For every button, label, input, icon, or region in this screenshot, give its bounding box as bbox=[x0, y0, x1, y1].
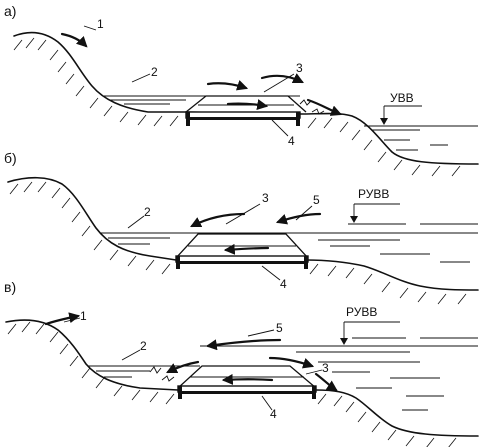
panel-b-slab-left-end bbox=[176, 256, 180, 269]
panel-a-embankment bbox=[185, 95, 307, 113]
panel-c-level-marker bbox=[340, 321, 400, 345]
panel-a: а) УВВ bbox=[4, 3, 479, 177]
panel-a-slab-base bbox=[186, 117, 300, 120]
panel-c: в) РУВВ bbox=[4, 279, 479, 447]
panel-b-level-label: РУВВ bbox=[358, 187, 389, 201]
panel-a-label: а) bbox=[4, 3, 16, 19]
panel-a-slab-left-end bbox=[186, 112, 190, 126]
panel-c-slab-base bbox=[178, 391, 316, 394]
panel-c-num-5: 5 bbox=[276, 321, 283, 335]
panel-b-num-2: 2 bbox=[144, 205, 151, 219]
panel-b-label: б) bbox=[4, 150, 17, 166]
panel-b-embankment bbox=[175, 233, 309, 259]
panel-c-num-3: 3 bbox=[322, 361, 329, 375]
panel-b-num-3: 3 bbox=[262, 191, 269, 205]
panel-a-num-1: 1 bbox=[97, 17, 104, 31]
panel-c-flow-arrows bbox=[44, 312, 338, 392]
panel-a-num-4: 4 bbox=[288, 134, 295, 148]
panel-b-level-marker bbox=[350, 203, 400, 223]
panel-b-num-5: 5 bbox=[313, 193, 320, 207]
panel-b-num-4: 4 bbox=[280, 277, 287, 291]
panel-c-slab-right-end bbox=[312, 386, 316, 399]
panel-b-slab-right-end bbox=[304, 256, 308, 269]
panel-b-hatching bbox=[9, 181, 467, 305]
panel-c-water bbox=[88, 337, 478, 411]
panel-c-label: в) bbox=[4, 279, 16, 295]
panel-a-num-2: 2 bbox=[151, 65, 158, 79]
panel-c-slab-left-end bbox=[178, 386, 182, 399]
panel-b: б) РУВВ bbox=[4, 150, 479, 305]
panel-c-hatching bbox=[7, 321, 457, 447]
panel-b-water bbox=[100, 223, 478, 263]
panel-b-ground bbox=[7, 176, 479, 291]
panel-c-level-label: РУВВ bbox=[346, 305, 377, 319]
panel-a-downstream-water bbox=[364, 125, 478, 151]
panel-b-slab-base bbox=[176, 261, 308, 264]
panel-a-leaders bbox=[83, 25, 295, 137]
panel-b-leaders bbox=[127, 203, 313, 281]
panel-a-level-marker bbox=[380, 105, 422, 125]
panel-a-slab-right-end bbox=[296, 112, 300, 126]
panel-a-flow-arrows bbox=[60, 32, 343, 116]
panel-a-level-label: УВВ bbox=[390, 91, 414, 105]
panel-a-hatching bbox=[13, 37, 461, 177]
panel-c-num-1: 1 bbox=[80, 309, 87, 323]
panel-c-num-2: 2 bbox=[140, 339, 147, 353]
panel-a-num-3: 3 bbox=[296, 61, 303, 75]
panel-c-leaders bbox=[63, 317, 323, 411]
panel-b-flow-arrows bbox=[190, 212, 322, 255]
panel-c-num-4: 4 bbox=[270, 407, 277, 421]
